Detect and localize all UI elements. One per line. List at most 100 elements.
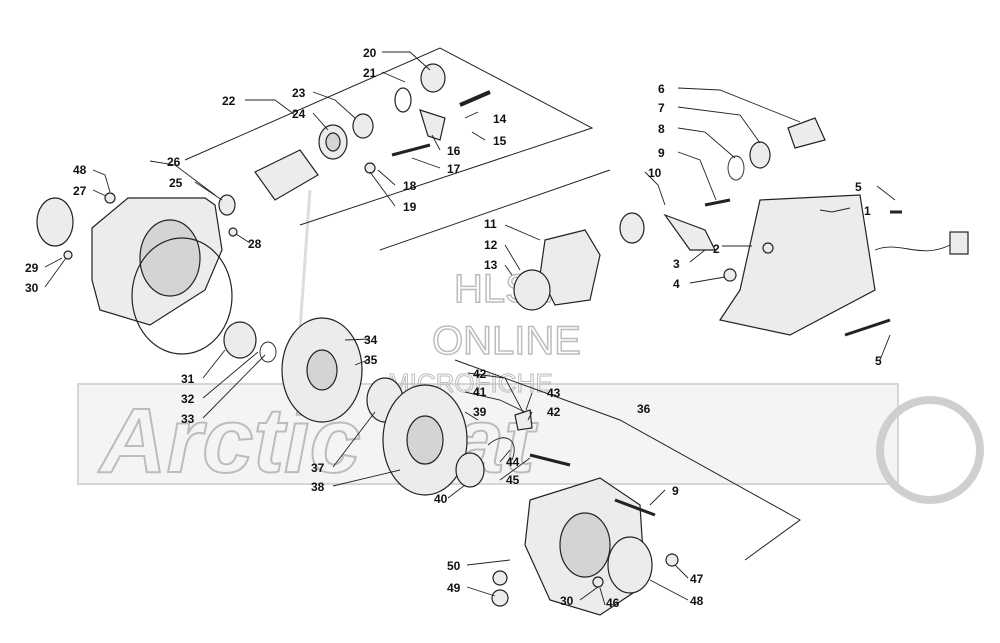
part-washer-4 (723, 268, 737, 282)
part-washer-50 (492, 570, 508, 586)
part-connector (949, 231, 969, 255)
callout-9-bottom: 9 (672, 484, 679, 498)
callout-16: 16 (447, 144, 461, 158)
part-ring-gear-hub (306, 349, 338, 391)
watermark-logo-bar (77, 383, 899, 485)
group-brackets (184, 47, 801, 561)
part-pinion-gear (254, 149, 319, 201)
callout-42-right: 42 (547, 405, 561, 419)
part-bearing-20 (420, 63, 446, 93)
callout-45: 45 (506, 473, 520, 487)
part-rear-housing-bore (559, 512, 611, 578)
callout-12: 12 (484, 238, 498, 252)
part-collar-23 (352, 113, 374, 139)
callout-30-bottom: 30 (560, 594, 574, 608)
part-shaft-17 (391, 143, 431, 157)
part-housing-bore (139, 219, 201, 297)
callout-46: 46 (606, 596, 620, 610)
callout-4: 4 (673, 277, 680, 291)
parts (36, 63, 969, 616)
part-washer-30 (63, 250, 73, 260)
callout-41: 41 (473, 385, 487, 399)
part-oring-28 (228, 227, 238, 237)
watermark-wheel (876, 396, 984, 504)
part-seal-6 (787, 117, 826, 149)
callout-35: 35 (364, 353, 378, 367)
part-plug-47 (665, 553, 679, 567)
part-ring-21 (394, 87, 412, 113)
callout-25: 25 (169, 176, 183, 190)
part-bearing-24-bore (325, 132, 341, 152)
callout-42-top: 42 (473, 367, 487, 381)
bracket-36 (454, 359, 801, 561)
callout-24: 24 (292, 107, 306, 121)
part-pin-14 (459, 90, 491, 107)
callout-5-top: 5 (855, 180, 862, 194)
callout-38: 38 (311, 480, 325, 494)
callout-48-left: 48 (73, 163, 87, 177)
callout-23: 23 (292, 86, 306, 100)
watermark-online: ONLINE (432, 319, 581, 363)
callouts: 1 2 3 4 5 5 6 7 8 9 9 10 11 12 13 14 15 … (25, 46, 882, 610)
callout-22: 22 (222, 94, 236, 108)
part-pin-45 (529, 453, 571, 467)
part-bolt-9-rear (614, 498, 656, 517)
leader-lines (44, 51, 896, 606)
part-washer-46 (592, 576, 604, 588)
callout-31: 31 (181, 372, 195, 386)
callout-37: 37 (311, 461, 325, 475)
callout-6: 6 (658, 82, 665, 96)
callout-36: 36 (637, 402, 651, 416)
part-screw-5-bottom (844, 318, 891, 337)
part-spring-18 (364, 162, 376, 174)
callout-20: 20 (363, 46, 377, 60)
callout-50: 50 (447, 559, 461, 573)
callout-28: 28 (248, 237, 262, 251)
callout-47: 47 (690, 572, 704, 586)
callout-40: 40 (434, 492, 448, 506)
part-spring-39 (487, 437, 515, 461)
callout-13: 13 (484, 258, 498, 272)
part-seal-48 (36, 197, 74, 247)
callout-34: 34 (364, 333, 378, 347)
callout-39: 39 (473, 405, 487, 419)
callout-43: 43 (547, 386, 561, 400)
callout-11: 11 (484, 217, 497, 231)
part-bracket-3 (663, 213, 716, 251)
part-washer-25 (218, 194, 236, 216)
part-actuator-1 (719, 194, 876, 336)
part-plug-49 (491, 589, 509, 607)
bracket-22 (184, 47, 594, 226)
callout-29: 29 (25, 261, 39, 275)
callout-8: 8 (658, 122, 665, 136)
callout-44: 44 (506, 455, 520, 469)
callout-17: 17 (447, 162, 461, 176)
part-bearing-40 (455, 452, 485, 488)
callout-48-right: 48 (690, 594, 704, 608)
part-gasket-12 (513, 269, 551, 311)
callout-27: 27 (73, 184, 87, 198)
part-shim-33 (259, 341, 277, 363)
part-bearing-10 (619, 212, 645, 244)
part-fitting-27 (104, 192, 116, 204)
callout-10: 10 (648, 166, 662, 180)
part-oring-31 (131, 237, 233, 355)
callout-32: 32 (181, 392, 195, 406)
callout-5-bottom: 5 (875, 354, 882, 368)
part-bearing-32 (223, 321, 257, 359)
part-cam-plate-bore (406, 415, 444, 465)
callout-9-top: 9 (658, 146, 665, 160)
callout-15: 15 (493, 134, 507, 148)
callout-18: 18 (403, 179, 417, 193)
part-fork-16 (419, 109, 446, 141)
part-bolt-9 (704, 198, 731, 207)
callout-21: 21 (363, 66, 377, 80)
callout-1: 1 (864, 204, 871, 218)
part-seal-48-rear (607, 536, 653, 594)
callout-2: 2 (713, 242, 720, 256)
callout-3: 3 (673, 257, 680, 271)
watermark-spire (298, 189, 312, 331)
callout-33: 33 (181, 412, 195, 426)
